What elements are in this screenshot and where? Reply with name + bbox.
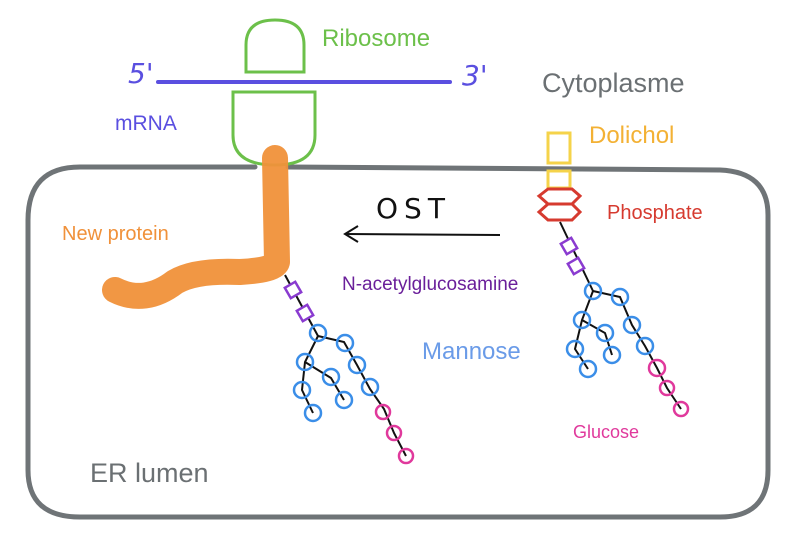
dolichol-block-lower <box>546 169 572 190</box>
phosphate-label: Phosphate <box>607 202 703 224</box>
mrna-label: mRNA <box>115 112 177 135</box>
five-prime-label: 5' <box>128 57 154 90</box>
protein-glycan-mannose <box>292 323 380 423</box>
new-protein-chain <box>102 145 290 309</box>
phosphate-group-1 <box>536 187 583 206</box>
three-prime-label: 3' <box>462 59 488 92</box>
dolichol-glycan-glucose <box>647 358 690 418</box>
ost-arrow <box>343 225 501 243</box>
protein-glycan-glucose <box>374 403 415 465</box>
ribosome-small-subunit <box>244 18 306 74</box>
ost-label: OST <box>376 192 451 225</box>
er-membrane <box>25 164 771 520</box>
er-lumen-label: ER lumen <box>90 458 209 488</box>
nacetylglucosamine-label: N-acetylglucosamine <box>342 274 519 295</box>
new-protein-label: New protein <box>62 223 169 245</box>
phosphate-group-2 <box>536 202 583 222</box>
dolichol-block-upper <box>546 131 572 165</box>
dolichol-label: Dolichol <box>589 122 675 149</box>
dolichol-glycan-mannose <box>565 281 655 379</box>
mannose-label: Mannose <box>422 338 521 365</box>
glucose-label: Glucose <box>573 422 640 442</box>
dolichol-glycan-glcnac <box>559 236 586 276</box>
ribosome-label: Ribosome <box>322 25 431 52</box>
cytoplasm-label: Cytoplasme <box>542 68 685 98</box>
protein-glycan-glcnac <box>283 280 315 323</box>
